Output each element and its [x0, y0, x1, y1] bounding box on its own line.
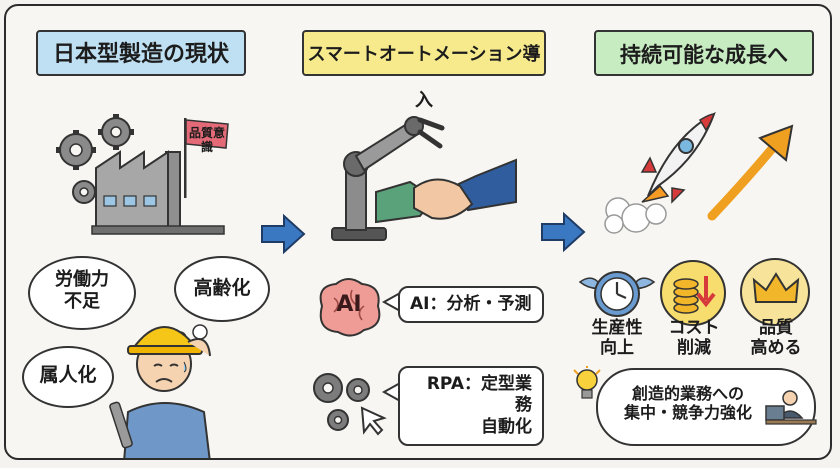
- ai-callout-tail: [381, 291, 403, 313]
- creative-work-text: 創造的業務への 集中・競争力強化: [623, 384, 752, 423]
- robot-arm-icon: [331, 116, 445, 241]
- brain-icon: [319, 278, 381, 337]
- quality-flag-label: 品質意識: [188, 126, 225, 155]
- desk-worker-icon: [765, 390, 817, 425]
- benefit-quality: 品質 高める: [750, 318, 802, 359]
- benefit-productivity: 生産性 向上: [591, 318, 643, 359]
- rpa-callout-tail: [381, 381, 403, 403]
- bubble-aging: [174, 256, 270, 322]
- flow-arrow-1: [261, 213, 306, 255]
- factory-icon: [91, 118, 229, 235]
- coin-down-icon: [673, 276, 716, 314]
- header-automation: スマートオートメーション導入: [302, 30, 546, 111]
- crown-icon: [752, 272, 800, 303]
- bubble-labor-text: 労働力 不足: [55, 269, 109, 312]
- header-current-state: 日本型製造の現状: [36, 30, 246, 76]
- gears-icon: [56, 114, 134, 204]
- ai-callout: AI：分析・予測: [398, 286, 544, 324]
- rpa-gears-cursor-icon: [313, 373, 387, 436]
- bubble-person-text: 属人化: [39, 364, 97, 386]
- benefit-cost: コスト 削減: [668, 318, 720, 359]
- handshake-icon: [375, 158, 517, 224]
- ai-badge-text: AI: [336, 292, 362, 317]
- flow-arrow-2: [541, 211, 586, 253]
- rocket-icon: [604, 111, 716, 234]
- bubble-aging-text: 高齢化: [193, 277, 251, 299]
- clock-wings-icon: [578, 271, 656, 317]
- infographic-frame: 日本型製造の現状 スマートオートメーション導入 持続可能な成長へ: [4, 4, 832, 460]
- lightbulb-icon: [573, 366, 601, 399]
- bubble-person-dependent: [22, 346, 114, 408]
- rpa-callout: RPA：定型業務 自動化: [398, 366, 544, 446]
- bubble-labor-shortage: [28, 256, 136, 330]
- header-growth: 持続可能な成長へ: [594, 30, 814, 76]
- growth-arrow-icon: [707, 124, 794, 221]
- worried-worker-icon: [109, 326, 211, 458]
